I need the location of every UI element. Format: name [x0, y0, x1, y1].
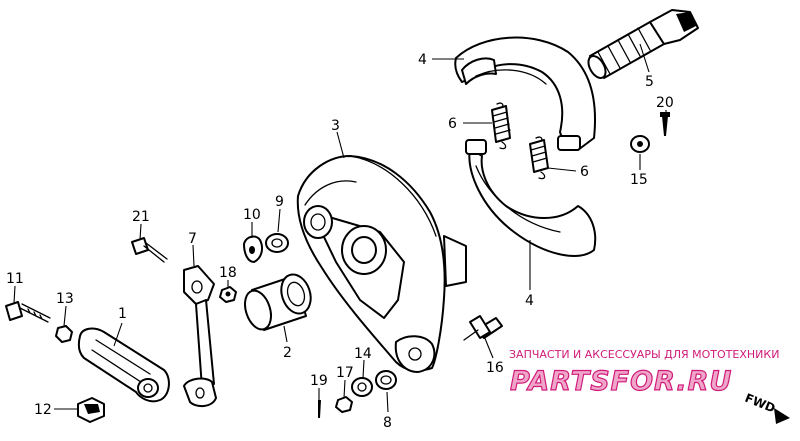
- callout-16: 16: [486, 360, 504, 376]
- callout-6-upper: 6: [448, 116, 457, 132]
- shoe-spring-lower-part-6: [529, 136, 549, 180]
- callout-15: 15: [630, 172, 648, 188]
- watermark-brand-logo: PARTSFOR.RU: [510, 366, 732, 397]
- callout-6-lower: 6: [580, 164, 589, 180]
- nut-part-13: [55, 325, 73, 343]
- watermark-caption: ЗАПЧАСТИ И АКСЕССУАРЫ ДЛЯ МОТОТЕХНИКИ: [509, 348, 779, 361]
- callout-10: 10: [243, 207, 261, 223]
- callout-18: 18: [219, 265, 237, 281]
- cap-nut-part-12: [77, 397, 105, 423]
- bolt-part-11: [5, 301, 51, 323]
- screw-part-20: [660, 112, 670, 136]
- callout-21: 21: [132, 209, 150, 225]
- washer-part-15: [630, 135, 650, 153]
- forward-label: FWD: [743, 391, 777, 416]
- callout-3: 3: [331, 118, 340, 134]
- stopper-arm-part-1: [77, 327, 170, 403]
- callout-9: 9: [275, 194, 284, 210]
- washer-part-8: [375, 370, 397, 390]
- callout-8: 8: [383, 415, 392, 431]
- callout-13: 13: [56, 291, 74, 307]
- leader-lines: [13, 43, 667, 413]
- callout-1: 1: [118, 306, 127, 322]
- brake-panel-part-3: [296, 155, 467, 373]
- nut-part-17: [335, 396, 353, 413]
- callout-14: 14: [354, 346, 372, 362]
- callout-19: 19: [310, 373, 328, 389]
- collar-part-2: [244, 273, 312, 331]
- callout-4-upper: 4: [418, 52, 427, 68]
- callout-5: 5: [645, 74, 654, 90]
- brake-shoe-upper-part-4: [454, 36, 596, 151]
- forward-arrow-icon: [774, 408, 790, 424]
- callout-17: 17: [336, 365, 354, 381]
- nut-part-18: [219, 286, 237, 303]
- callout-11: 11: [6, 271, 24, 287]
- callout-4-lower: 4: [525, 293, 534, 309]
- brake-arm-part-7: [183, 265, 217, 408]
- callout-7: 7: [188, 231, 197, 247]
- indicator-plate-part-10: [243, 235, 263, 263]
- callout-labels: 1 2 3 4 4 5 6 6 7 8 9 10 11 12 13 14 15 …: [6, 52, 674, 431]
- brake-shoe-lower-part-4: [465, 139, 597, 257]
- washer-part-14: [351, 377, 373, 397]
- callout-12: 12: [34, 402, 52, 418]
- callout-2: 2: [283, 345, 292, 361]
- washer-part-9: [265, 233, 289, 253]
- bolt-part-21: [131, 237, 168, 263]
- bolt-part-16: [463, 315, 503, 341]
- forward-direction-marker: FWD: [743, 391, 790, 424]
- callout-20: 20: [656, 95, 674, 111]
- brake-cam-part-5: [587, 9, 699, 79]
- shoe-spring-upper-part-6: [491, 102, 511, 150]
- watermark: ЗАПЧАСТИ И АКСЕССУАРЫ ДЛЯ МОТОТЕХНИКИ PA…: [509, 348, 779, 398]
- pin-part-19: [318, 400, 321, 418]
